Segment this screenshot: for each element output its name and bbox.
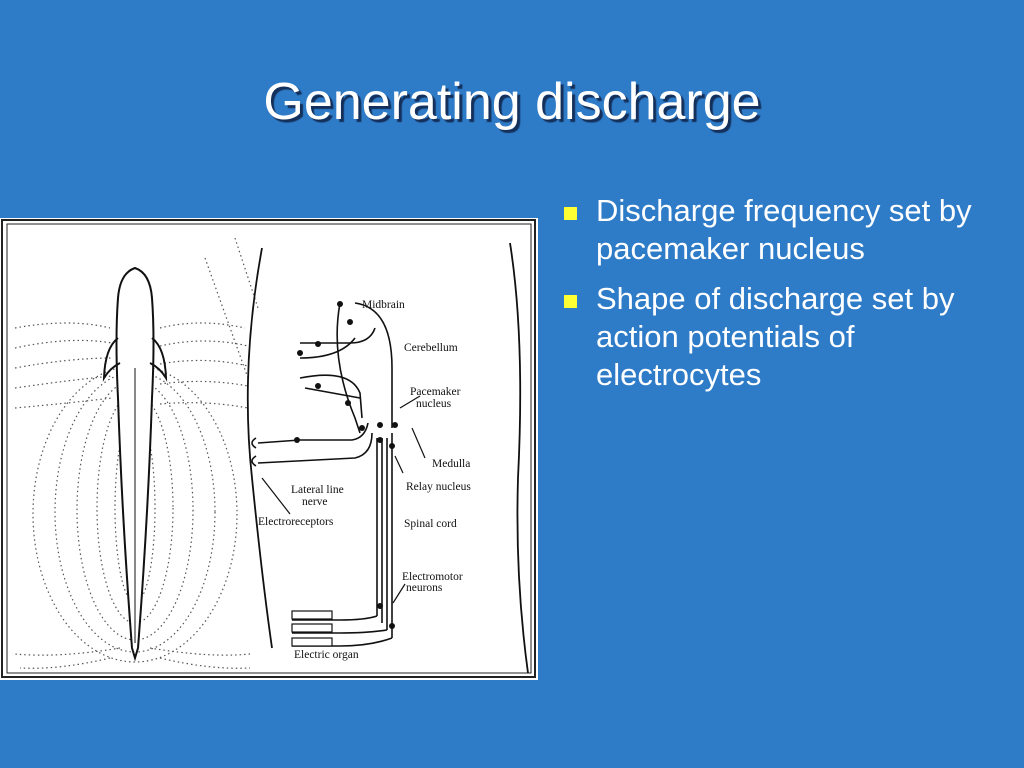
label-midbrain: Midbrain xyxy=(362,299,405,311)
label-electroreceptors: Electroreceptors xyxy=(258,516,334,528)
label-spinal-cord: Spinal cord xyxy=(404,518,457,530)
bullet-list: Discharge frequency set by pacemaker nuc… xyxy=(562,192,1002,406)
electric-organ-plates xyxy=(291,610,333,647)
label-medulla: Medulla xyxy=(432,458,470,470)
body-outline xyxy=(246,242,529,674)
label-pacemaker: Pacemaker xyxy=(410,386,461,398)
slide-title: Generating discharge xyxy=(263,73,761,131)
label-cerebellum: Cerebellum xyxy=(404,342,458,354)
fish-body xyxy=(102,266,168,662)
square-bullet-icon xyxy=(564,207,577,220)
bullet-item: Discharge frequency set by pacemaker nuc… xyxy=(562,192,1002,268)
label-lateral-line-nerve: nerve xyxy=(302,496,328,508)
square-bullet-icon xyxy=(564,295,577,308)
label-electromotor-neurons: neurons xyxy=(406,582,443,594)
label-relay-nucleus: Relay nucleus xyxy=(406,481,471,493)
pointer-arrows xyxy=(261,395,426,604)
label-lateral-line: Lateral line xyxy=(291,484,344,496)
label-electric-organ: Electric organ xyxy=(294,649,359,661)
label-electromotor: Electromotor xyxy=(402,571,463,583)
electric-fish-diagram: Midbrain Cerebellum Pacemaker nucleus Me… xyxy=(0,218,538,680)
bullet-item: Shape of discharge set by action potenti… xyxy=(562,280,1002,394)
bullet-text: Discharge frequency set by pacemaker nuc… xyxy=(596,193,972,266)
label-pacemaker-nucleus: nucleus xyxy=(416,398,452,410)
neural-pathways xyxy=(251,302,393,647)
bullet-text: Shape of discharge set by action potenti… xyxy=(596,281,955,392)
neuron-somas xyxy=(294,301,398,629)
